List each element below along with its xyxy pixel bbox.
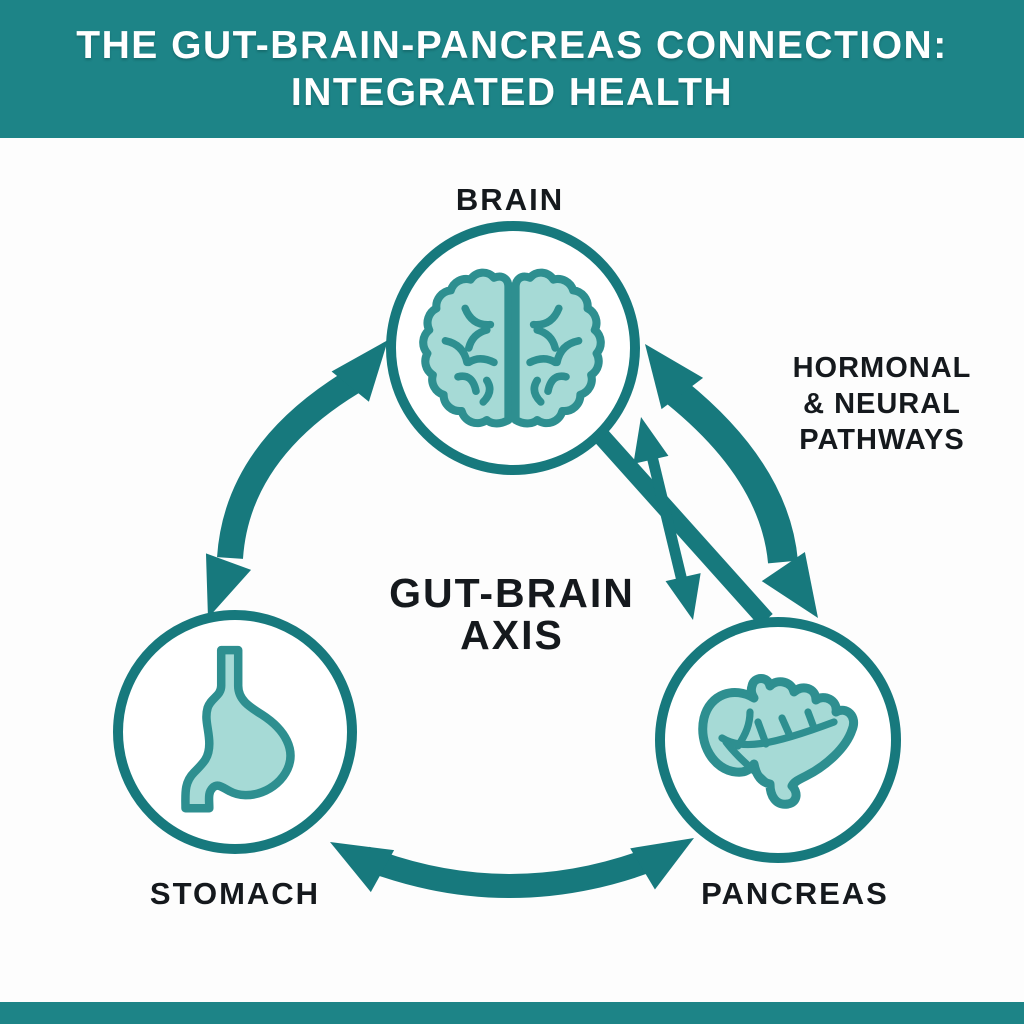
header-band: THE GUT-BRAIN-PANCREAS CONNECTION: INTEG…: [0, 0, 1024, 138]
brain-pancreas-thin-arrow: [633, 417, 701, 620]
brain-pancreas-thick-line: [587, 421, 773, 627]
stomach-pancreas-arrow: [330, 838, 694, 898]
stomach-label: STOMACH: [149, 876, 321, 911]
page-title-line2: INTEGRATED HEALTH: [290, 71, 734, 114]
footer-band: [0, 1002, 1024, 1024]
pathways-line2: & NEURAL: [803, 388, 961, 420]
stomach-icon: [181, 645, 295, 813]
gut-brain-axis-label: GUT-BRAIN AXIS: [389, 572, 635, 656]
pancreas-icon: [698, 674, 858, 809]
pathways-line1: HORMONAL: [792, 352, 972, 384]
hormonal-neural-pathways-label: HORMONAL & NEURAL PATHWAYS: [793, 350, 972, 458]
pathways-line3: PATHWAYS: [799, 424, 965, 456]
brain-pancreas-curved-arrow: [645, 344, 818, 618]
brain-label: BRAIN: [455, 182, 565, 217]
brain-icon: [419, 268, 605, 428]
pancreas-label: PANCREAS: [701, 876, 889, 911]
brain-stomach-arrow: [205, 340, 388, 618]
gut-brain-axis-line1: GUT-BRAIN: [389, 570, 635, 616]
gut-brain-axis-line2: AXIS: [460, 612, 564, 658]
page-title-line1: THE GUT-BRAIN-PANCREAS CONNECTION:: [76, 24, 948, 67]
